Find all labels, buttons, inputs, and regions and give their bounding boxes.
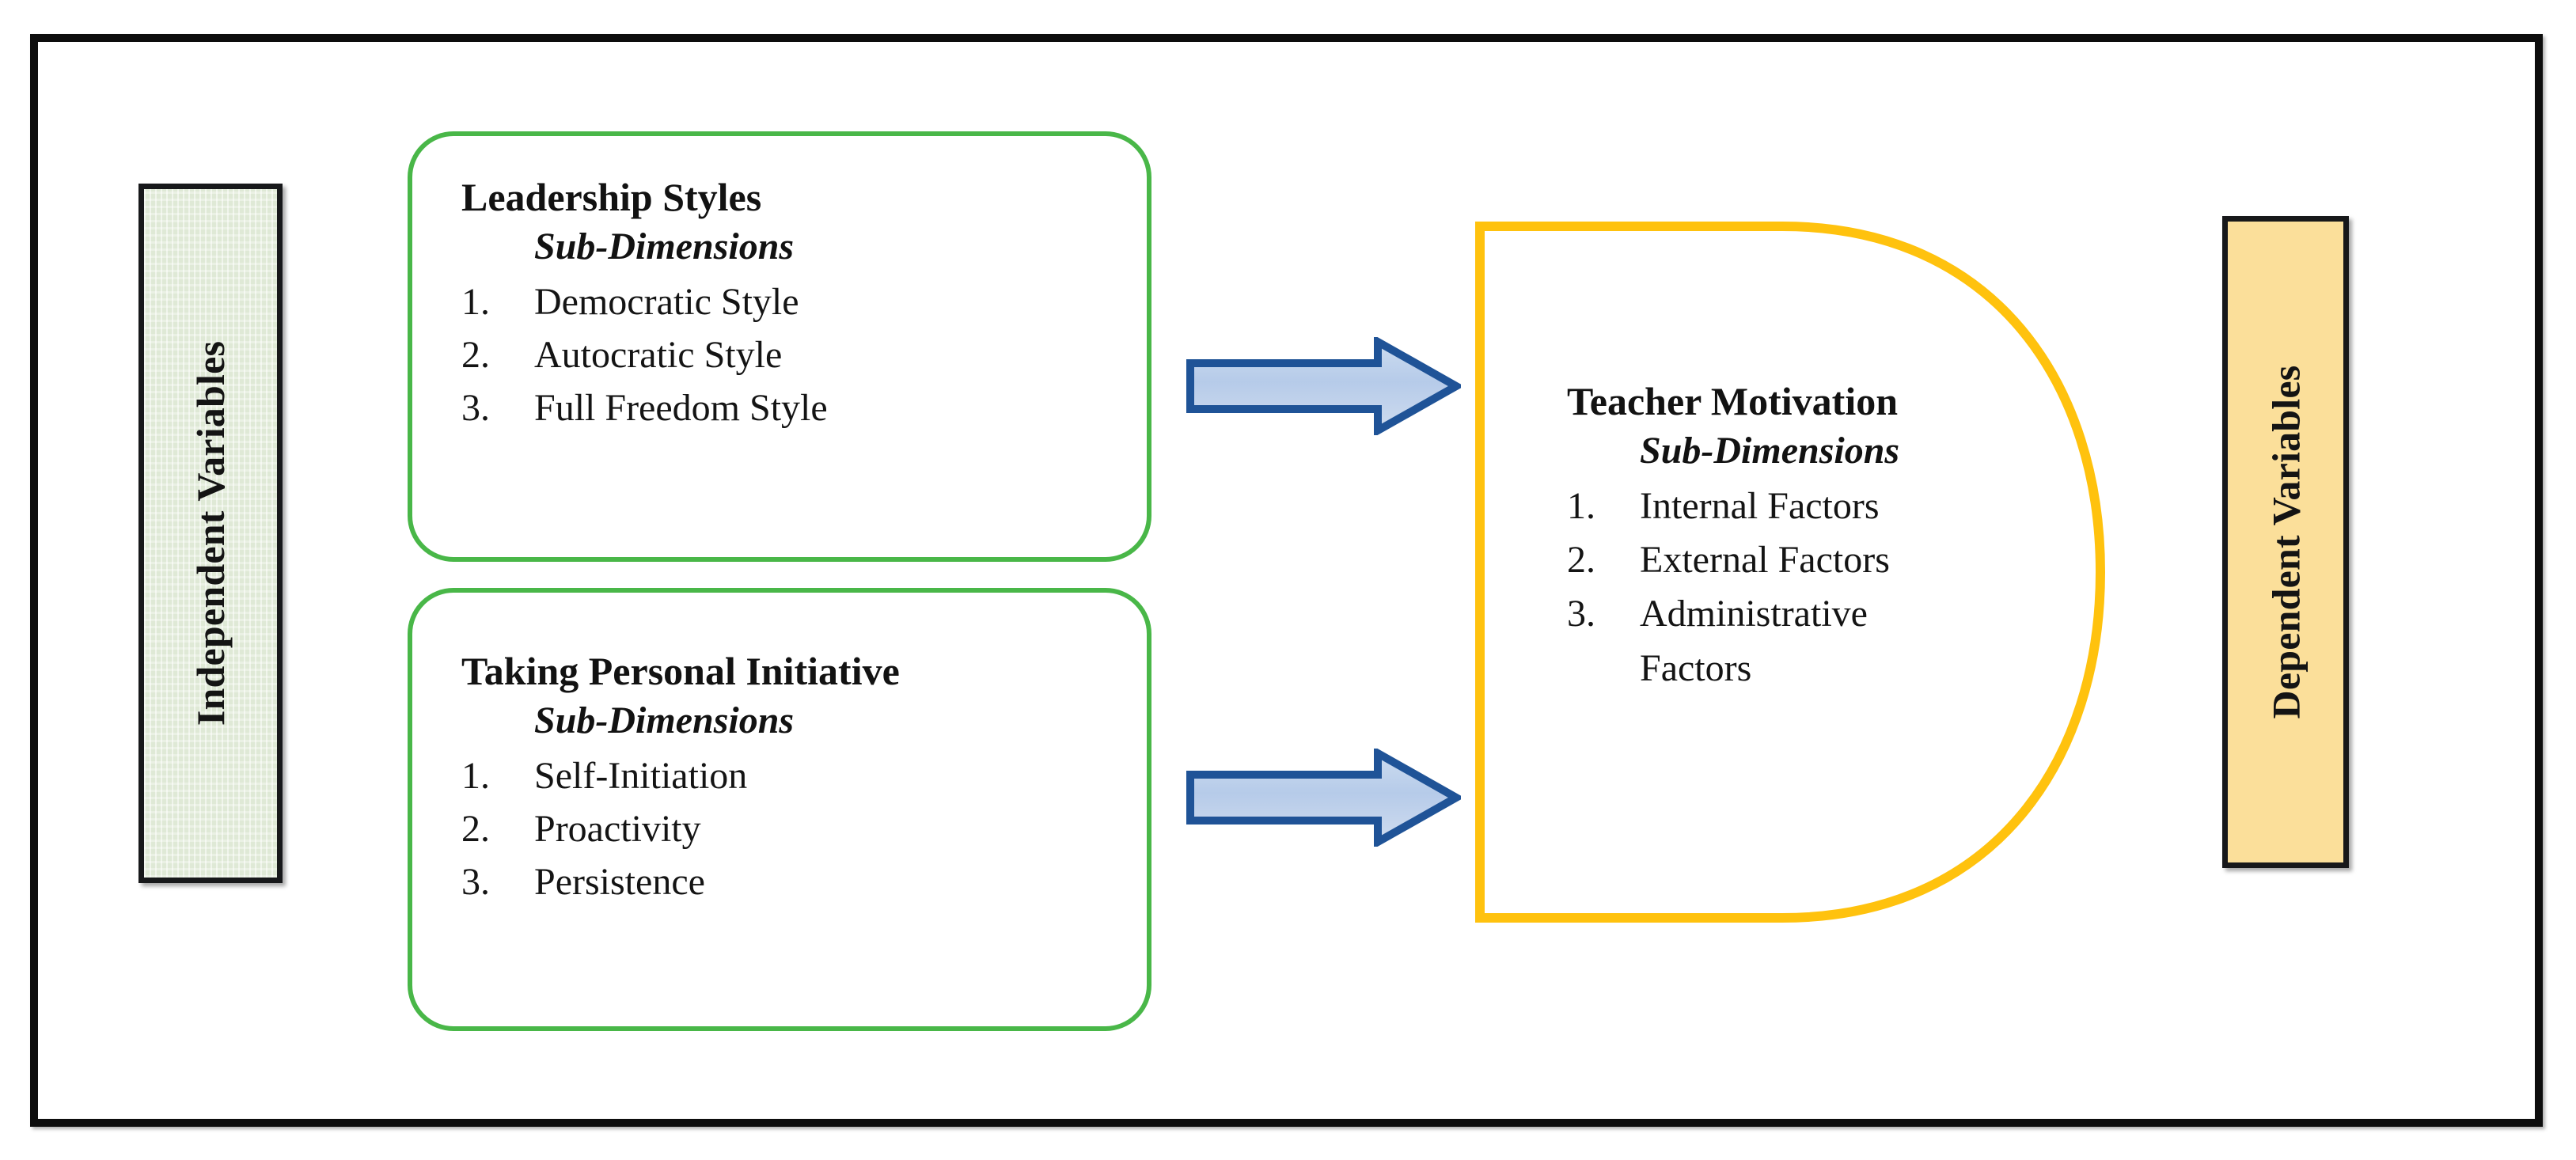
dependent-variables-label: Dependent Variables — [2263, 365, 2309, 719]
teacher-motivation-title: Teacher Motivation — [1567, 379, 1899, 423]
arrow-initiative-to-motivation — [1186, 746, 1465, 849]
taking-personal-initiative-list: 1. Self-Initiation 2. Proactivity 3. Per… — [461, 752, 1131, 907]
list-item: 2. Proactivity — [461, 805, 1131, 853]
teacher-motivation-list: 1. Internal Factors 2. External Factors … — [1567, 482, 2010, 694]
leadership-styles-list: 1. Democratic Style 2. Autocratic Style … — [461, 278, 1131, 433]
teacher-motivation-shape: Teacher Motivation Sub-Dimensions 1. Int… — [1474, 220, 2107, 924]
list-item-number: 2. — [1567, 538, 1595, 581]
dependent-variables-bar: Dependent Variables — [2222, 216, 2349, 868]
taking-personal-initiative-title: Taking Personal Initiative — [461, 649, 900, 693]
list-item-number: 3. — [461, 861, 490, 904]
d-shape-outline-icon — [1475, 222, 2106, 923]
leadership-styles-title: Leadership Styles — [461, 175, 762, 219]
list-item-number: 2. — [461, 808, 490, 851]
list-item-label: Self-Initiation — [534, 754, 748, 797]
list-item-label: Administrative — [1640, 593, 1868, 635]
list-item-number: 2. — [461, 334, 490, 377]
leadership-styles-subtitle: Sub-Dimensions — [534, 226, 795, 267]
list-item-number: 1. — [461, 280, 490, 323]
list-item-label: Persistence — [534, 861, 705, 904]
list-item: 1. Democratic Style — [461, 278, 1131, 326]
list-item-number: 1. — [1567, 484, 1595, 527]
list-item: Factors — [1567, 644, 2010, 693]
list-item: 1. Self-Initiation — [461, 752, 1131, 800]
taking-personal-initiative-box: Taking Personal Initiative Sub-Dimension… — [408, 588, 1151, 1031]
list-item-label: Factors — [1640, 646, 1752, 689]
list-item-label: External Factors — [1640, 538, 1890, 581]
list-item-number: 3. — [1567, 593, 1595, 635]
leadership-styles-box: Leadership Styles Sub-Dimensions 1. Demo… — [408, 131, 1151, 562]
list-item-label: Full Freedom Style — [534, 387, 828, 430]
independent-variables-bar: Independent Variables — [138, 184, 283, 883]
taking-personal-initiative-subtitle: Sub-Dimensions — [534, 699, 795, 741]
list-item-label: Proactivity — [534, 808, 701, 851]
list-item-number: 3. — [461, 387, 490, 430]
right-arrow-icon — [1186, 746, 1465, 849]
list-item-number — [1567, 644, 1640, 693]
list-item: 3. Persistence — [461, 858, 1131, 906]
right-arrow-icon — [1186, 335, 1465, 438]
list-item-label: Internal Factors — [1640, 484, 1880, 527]
list-item: 1. Internal Factors — [1567, 482, 2010, 531]
list-item: 2. External Factors — [1567, 536, 2010, 585]
arrow-leadership-to-motivation — [1186, 335, 1465, 438]
outer-frame: Independent Variables Leadership Styles … — [30, 34, 2543, 1127]
list-item-number: 1. — [461, 754, 490, 797]
taking-personal-initiative-content: Taking Personal Initiative Sub-Dimension… — [461, 648, 1131, 912]
leadership-styles-content: Leadership Styles Sub-Dimensions 1. Demo… — [461, 174, 1131, 438]
list-item: 2. Autocratic Style — [461, 331, 1131, 379]
list-item: 3. Full Freedom Style — [461, 384, 1131, 432]
list-item-label: Democratic Style — [534, 280, 799, 323]
teacher-motivation-content: Teacher Motivation Sub-Dimensions 1. Int… — [1567, 378, 2010, 698]
independent-variables-label: Independent Variables — [188, 340, 233, 726]
list-item: 3. Administrative — [1567, 589, 2010, 639]
teacher-motivation-subtitle: Sub-Dimensions — [1640, 430, 1900, 472]
list-item-label: Autocratic Style — [534, 334, 783, 377]
